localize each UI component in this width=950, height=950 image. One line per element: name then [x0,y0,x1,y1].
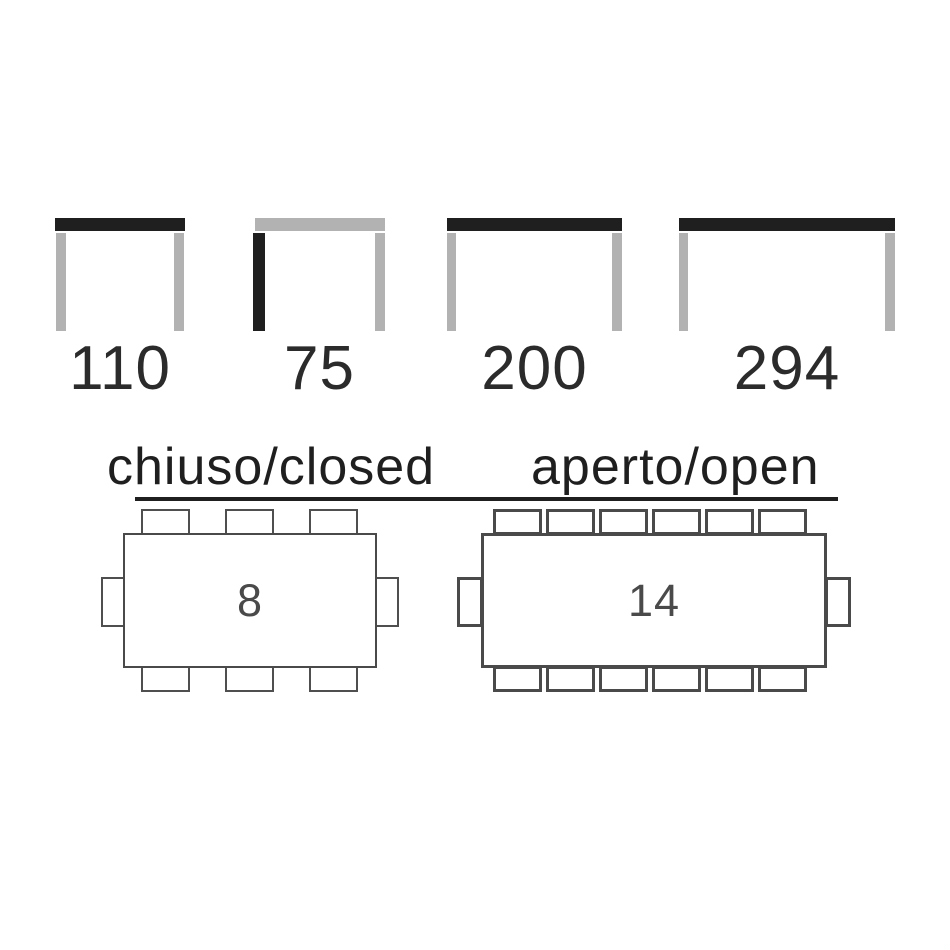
dimension-diagram-width-closed: 110 [55,218,185,403]
chair-right [375,577,399,627]
chair-row-top [493,509,807,535]
table-top-bar [255,218,385,231]
chair-right [825,577,851,627]
chair-row-bottom [493,666,807,692]
seating-plan-closed: 8 [101,509,399,692]
dimension-value: 75 [284,334,355,403]
table-leg-left [253,233,265,331]
chair [599,509,648,535]
chair [375,577,399,627]
chair [457,577,483,627]
chair-row-top [141,509,358,535]
dimension-value: 294 [733,334,841,403]
chair [758,509,807,535]
table-leg-right [885,233,895,331]
chair [493,509,542,535]
chair [652,666,701,692]
chair [705,509,754,535]
dimension-diagram-length-extended: 294 [679,218,895,403]
dimension-value: 200 [481,334,588,403]
chair [309,666,358,692]
chair [825,577,851,627]
chair [309,509,358,535]
chair [141,509,190,535]
chair [141,666,190,692]
chair [493,666,542,692]
table-leg-right [612,233,622,331]
chair [705,666,754,692]
table-surface-open: 14 [481,533,827,668]
table-top-bar [447,218,622,231]
chair-row-bottom [141,666,358,692]
chair [546,666,595,692]
chair [652,509,701,535]
dimension-value: 110 [69,334,171,403]
chair [101,577,125,627]
chair [546,509,595,535]
table-leg-left [56,233,66,331]
chair [225,666,274,692]
open-state-label: aperto/open [531,438,820,496]
seating-plan-open: 14 [457,509,851,692]
dimension-diagram-length-closed: 200 [447,218,622,403]
seat-count-closed: 8 [236,575,264,626]
chair [599,666,648,692]
chair-left [101,577,125,627]
divider-line [135,497,838,501]
closed-state-label: chiuso/closed [107,438,436,496]
table-surface-closed: 8 [123,533,377,668]
table-leg-right [375,233,385,331]
table-top-bar [55,218,185,231]
chair-left [457,577,483,627]
chair [225,509,274,535]
table-leg-right [174,233,184,331]
seat-count-open: 14 [627,575,681,626]
table-leg-left [679,233,688,331]
chair [758,666,807,692]
table-top-bar [679,218,895,231]
dimension-diagram-height: 75 [253,218,386,403]
table-leg-left [447,233,456,331]
